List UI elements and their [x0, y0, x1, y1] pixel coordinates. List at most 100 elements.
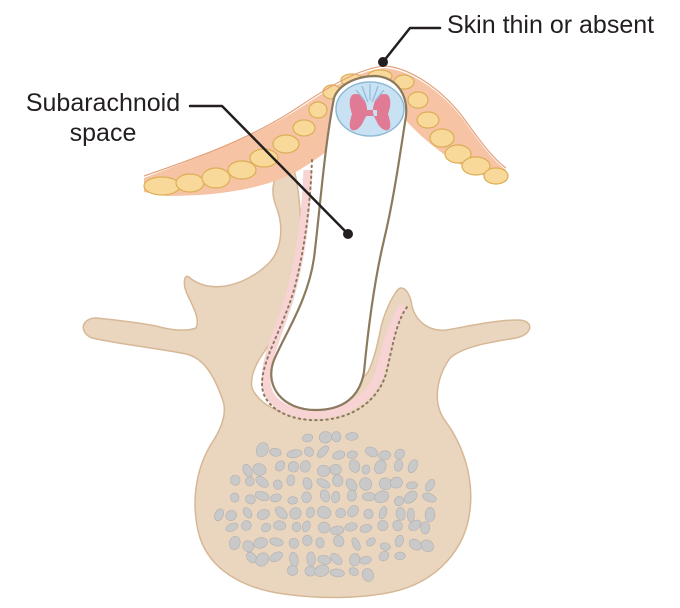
trabecular-space: [424, 507, 436, 523]
trabecular-space: [330, 525, 345, 536]
trabecular-space: [241, 520, 252, 531]
trabecular-space: [242, 540, 254, 553]
trabecular-space: [319, 489, 331, 503]
fat-lobules: [143, 69, 509, 196]
skin-leader-dot: [378, 57, 388, 67]
trabecular-space: [253, 537, 268, 549]
trabecular-space: [316, 478, 331, 489]
trabecular-space: [366, 537, 376, 547]
trabecular-space: [379, 542, 391, 551]
trabecular-space: [301, 491, 312, 504]
trabecular-space: [406, 481, 418, 490]
trabecular-space: [273, 479, 283, 490]
trabecular-space: [225, 522, 239, 532]
trabecular-space: [329, 464, 342, 476]
trabecular-space: [365, 446, 378, 458]
trabecular-space: [289, 507, 302, 520]
subarachnoid-leader-line: [188, 104, 350, 236]
trabecular-space: [287, 461, 300, 473]
trabecular-space: [420, 539, 434, 553]
trabecular-space: [407, 459, 418, 473]
trabecular-space: [229, 536, 241, 551]
trabecular-space: [422, 492, 437, 503]
trabecular-space: [394, 448, 405, 460]
trabecular-space: [254, 491, 270, 502]
trabecular-space: [392, 519, 403, 532]
trabecular-space: [304, 446, 314, 457]
skin-leader-line: [381, 26, 442, 64]
trabecular-space: [302, 534, 313, 546]
trabecular-space: [255, 552, 270, 567]
trabecular-space: [261, 522, 272, 533]
trabecular-space: [245, 494, 256, 505]
trabecular-space: [270, 493, 282, 503]
trabecular-space: [255, 475, 269, 488]
trabecular-space: [408, 519, 422, 531]
trabecular-space: [244, 476, 255, 487]
arachnoid-halo: [261, 169, 408, 419]
trabecular-space: [329, 568, 345, 578]
trabecular-space: [302, 520, 311, 533]
trabecular-space: [378, 506, 388, 520]
trabecular-space: [351, 537, 361, 551]
trabecular-space: [255, 442, 269, 458]
trabecular-space: [346, 450, 358, 459]
trabecular-space: [394, 496, 404, 507]
trabecular-space: [331, 491, 341, 504]
trabecular-space: [335, 508, 347, 519]
cancellous-bone: [214, 431, 437, 582]
trabecular-space: [230, 474, 241, 486]
trabecular-space: [299, 460, 311, 473]
trabecular-space: [348, 459, 361, 473]
trabecular-space: [332, 474, 344, 487]
trabecular-space: [316, 445, 329, 458]
trabecular-space: [275, 506, 288, 520]
label-subarachnoid-line1: Subarachnoid: [25, 89, 181, 117]
trabecular-space: [378, 477, 392, 491]
trabecular-space: [242, 507, 253, 519]
trabecular-space: [317, 521, 331, 534]
trabecular-space: [274, 460, 286, 472]
label-subarachnoid-line2: space: [69, 119, 137, 147]
trabecular-space: [390, 476, 403, 489]
trabecular-space: [348, 567, 359, 576]
trabecular-space: [269, 447, 282, 457]
trabecular-space: [269, 537, 284, 547]
trabecular-space: [378, 450, 391, 461]
trabecular-space: [252, 463, 267, 476]
trabecular-space: [288, 537, 300, 549]
trabecular-space: [394, 534, 404, 548]
trabecular-space: [420, 521, 431, 535]
label-skin-thin-or-absent: Skin thin or absent: [447, 11, 655, 39]
trabecular-space: [408, 538, 422, 551]
trabecular-space: [345, 478, 358, 492]
trabecular-space: [378, 550, 390, 562]
trabecular-space: [361, 464, 371, 475]
skin-surface: [143, 65, 507, 177]
trabecular-space: [393, 459, 404, 472]
trabecular-space: [403, 490, 418, 504]
trabecular-space: [291, 521, 302, 532]
trabecular-space: [347, 505, 359, 518]
trabecular-space: [425, 479, 435, 492]
trabecular-space: [363, 508, 374, 520]
subarachnoid-leader-dot: [343, 229, 353, 239]
trabecular-space: [395, 507, 406, 521]
trabecular-space: [302, 433, 314, 443]
trabecular-space: [374, 490, 390, 504]
trabecular-space: [407, 507, 415, 523]
trabecular-space: [332, 450, 346, 460]
trabecular-space: [214, 508, 224, 522]
trabecular-space: [345, 432, 359, 441]
trabecular-space: [359, 556, 372, 565]
trabecular-space: [302, 477, 313, 490]
arachnoid-dotted: [260, 159, 409, 422]
dural-sac: [270, 74, 408, 412]
trabecular-space: [225, 510, 237, 521]
trabecular-space: [333, 535, 345, 547]
trabecular-space: [314, 564, 330, 577]
trabecular-space: [256, 509, 270, 520]
trabecular-space: [269, 551, 283, 563]
